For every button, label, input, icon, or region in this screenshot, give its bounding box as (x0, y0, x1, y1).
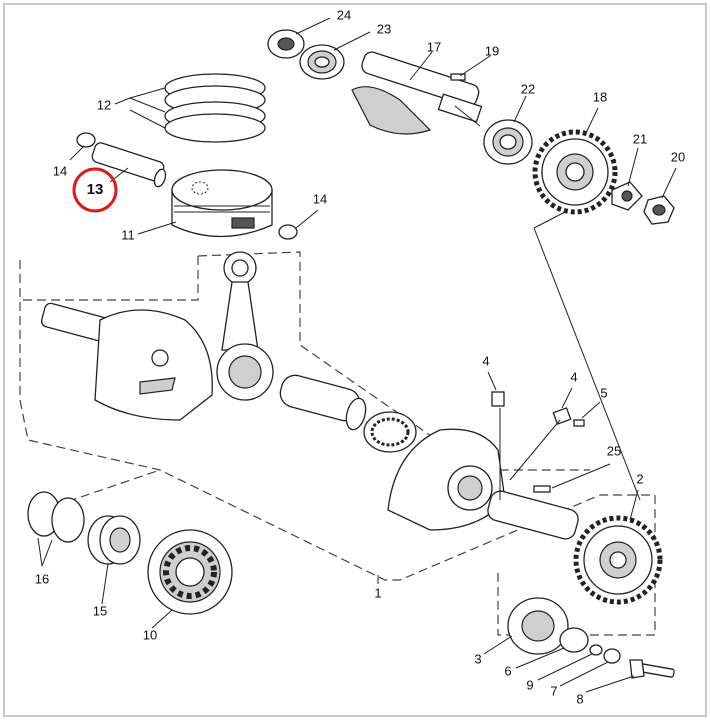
callout-6: 6 (504, 663, 511, 678)
callout-4-upper: 4 (482, 353, 489, 368)
callout-22: 22 (521, 81, 535, 96)
callout-15: 15 (93, 603, 107, 618)
callout-5: 5 (600, 385, 607, 400)
part-9-washer (589, 644, 603, 656)
crank-pin (279, 374, 367, 431)
part-10-bearing (147, 529, 233, 615)
callout-12: 12 (97, 97, 111, 112)
callout-25: 25 (607, 443, 621, 458)
callout-21: 21 (633, 131, 647, 146)
part-2-drive-gear (573, 515, 663, 605)
part-5-pin (573, 419, 585, 427)
part-18-gear (532, 129, 618, 215)
highlight-ring (72, 167, 118, 213)
callout-8: 8 (576, 691, 583, 706)
part-15-spacer (87, 515, 141, 565)
part-4-dowel-upper (491, 391, 505, 407)
callout-3: 3 (474, 651, 481, 666)
part-3-plate (507, 597, 569, 655)
callout-9: 9 (526, 677, 533, 692)
part-13-piston-pin (91, 142, 167, 188)
callout-14-left: 14 (53, 163, 67, 178)
callout-4-lower: 4 (570, 369, 577, 384)
callout-13-highlighted: 13 (87, 181, 104, 198)
callout-14-right: 14 (313, 191, 327, 206)
part-21-lock-washer (611, 181, 643, 211)
callout-10: 10 (143, 627, 157, 642)
callout-2: 2 (636, 471, 643, 486)
leader-lines (37, 17, 677, 693)
part-25-key (533, 485, 551, 493)
part-20-nut (643, 195, 675, 225)
left-crank-half (40, 302, 213, 421)
part-8-bolt (629, 659, 675, 679)
part-7-washer (603, 648, 621, 664)
part-22-bearing (483, 119, 533, 165)
callout-20: 20 (671, 149, 685, 164)
callout-24: 24 (337, 7, 351, 22)
part-11-piston (171, 169, 273, 238)
part-16-shims (27, 491, 85, 543)
part-6-circlip (559, 627, 589, 653)
part-4-dowel-lower (552, 407, 572, 425)
connecting-rod (216, 251, 274, 401)
callout-1: 1 (374, 585, 381, 600)
callout-23: 23 (377, 21, 391, 36)
callout-16: 16 (35, 571, 49, 586)
part-14-circlip-left (76, 132, 96, 148)
callout-11: 11 (121, 227, 135, 242)
needle-bearing (363, 411, 417, 453)
right-crank-half (387, 428, 579, 540)
part-17-crank-half (351, 51, 483, 135)
callout-19: 19 (485, 43, 499, 58)
part-24-oil-seal (267, 29, 305, 59)
part-12-piston-rings (164, 73, 266, 143)
frame (3, 3, 707, 717)
part-23-bearing (299, 44, 345, 80)
callout-7: 7 (550, 683, 557, 698)
callout-18: 18 (593, 89, 607, 104)
part-14-circlip-right (278, 224, 298, 240)
part-19-key (450, 73, 466, 81)
callout-17: 17 (427, 39, 441, 54)
